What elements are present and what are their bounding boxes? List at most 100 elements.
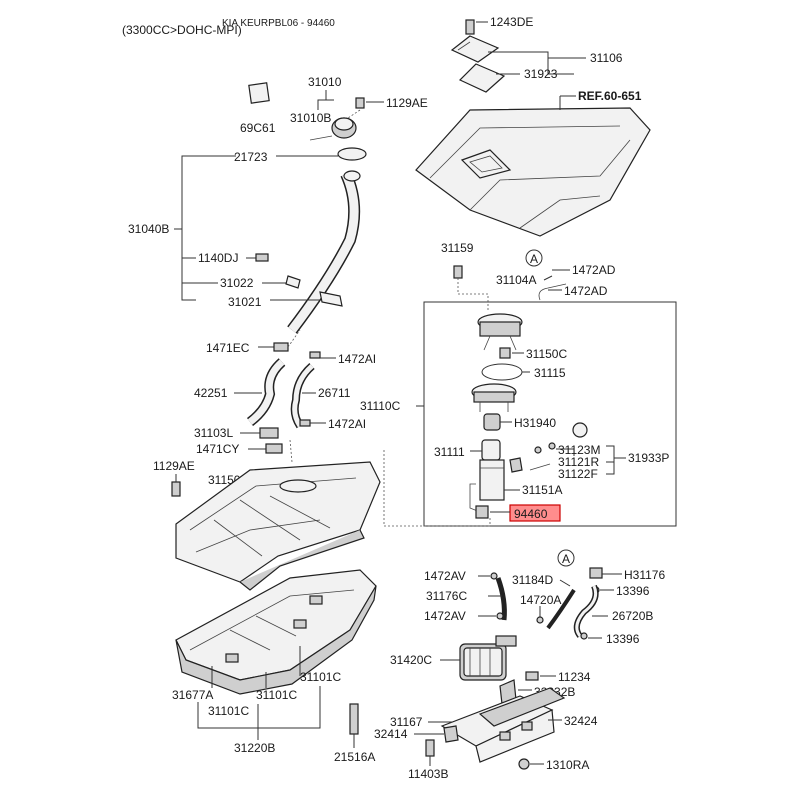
label-31104A: 31104A (496, 273, 536, 287)
label-21723: 21723 (234, 150, 268, 164)
label-H31176: H31176 (624, 568, 665, 582)
label-1472AV-b: 1472AV (424, 609, 466, 623)
label-94460: 94460 (514, 507, 548, 521)
hose-31176C (495, 577, 507, 621)
label-31159: 31159 (441, 241, 474, 255)
filter-H31940 (483, 413, 501, 431)
label-31123M: 31123M (558, 443, 600, 457)
label-31115: 31115 (534, 366, 566, 380)
label-11403B: 11403B (408, 767, 448, 781)
clamp-31103L (259, 427, 279, 439)
screw-1129AE (355, 97, 365, 109)
filler-neck (287, 170, 361, 334)
access-cover (450, 19, 506, 93)
label-31677A: 31677A (172, 688, 213, 702)
label-31220B: 31220B (234, 741, 275, 755)
callout-A-bottom-letter: A (562, 552, 570, 566)
label-69C61: 69C61 (240, 121, 276, 135)
label-31121R: 31121R (558, 455, 599, 469)
label-31151A: 31151A (522, 483, 562, 497)
callout-A-bottom (557, 549, 575, 567)
pump-housing (479, 459, 505, 501)
nut-1310RA (518, 758, 530, 770)
clip-31022 (285, 275, 301, 289)
label-31022: 31022 (220, 276, 254, 290)
pump-31111 (481, 439, 501, 461)
label-1243DE: 1243DE (490, 15, 533, 29)
callout-A-top-letter: A (530, 252, 538, 266)
clamp-1471EC (273, 342, 289, 352)
clamp-1472AI-b (299, 419, 311, 427)
label-1472AI-a: 1472AI (338, 352, 376, 366)
pump-module-box (423, 301, 677, 527)
canister-31420C (459, 635, 517, 681)
label-1472AD-b: 1472AD (564, 284, 608, 298)
label-31923: 31923 (524, 67, 558, 81)
bolt-11403B (425, 739, 435, 757)
connector-H31176 (589, 567, 603, 579)
label-31021: 31021 (228, 295, 262, 309)
label-1310RA: 1310RA (546, 758, 589, 772)
o-ring-31115 (481, 363, 523, 381)
label-31106: 31106 (590, 51, 623, 65)
label-32414: 32414 (374, 727, 408, 741)
label-1472AV-a: 1472AV (424, 569, 466, 583)
label-H31940: H31940 (514, 416, 556, 430)
label-31101C-c: 31101C (208, 704, 249, 718)
ref-label: REF.60-651 (578, 89, 642, 103)
label-1471CY: 1471CY (196, 442, 239, 456)
module-flange (477, 313, 523, 351)
label-1140DJ: 1140DJ (198, 251, 238, 265)
highlight-94460 (509, 504, 561, 522)
label-14720A: 14720A (520, 593, 561, 607)
label-31122F: 31122F (558, 467, 598, 481)
label-13396-a: 13396 (616, 584, 650, 598)
bolt-11234 (525, 671, 539, 681)
label-32424: 32424 (564, 714, 598, 728)
label-1129AE-top: 1129AE (386, 96, 428, 110)
clip-part (572, 422, 588, 438)
bolt-1140DJ (255, 253, 269, 262)
tank-guard (175, 569, 377, 695)
label-31167: 31167 (390, 715, 423, 729)
bracket-31021 (319, 291, 343, 307)
label-1472AD-a: 1472AD (572, 263, 616, 277)
bolt-21516A (349, 703, 359, 735)
label-31420C: 31420C (390, 653, 432, 667)
label-1129AE-left: 1129AE (153, 459, 195, 473)
pump-cap (471, 383, 517, 412)
canister-bracket-32424 (440, 687, 566, 763)
connector-31150C (499, 347, 511, 359)
label-31184D: 31184D (512, 573, 553, 587)
label-11234: 11234 (558, 670, 591, 684)
label-42251: 42251 (194, 386, 228, 400)
label-31176C: 31176C (426, 589, 467, 603)
label-26720B: 26720B (612, 609, 653, 623)
label-26711: 26711 (318, 386, 351, 400)
label-31101C-b: 31101C (300, 670, 341, 684)
catalog-title: KIA KEURPBL06 - 94460 (222, 18, 335, 29)
sender-part (548, 442, 556, 450)
fuel-tank (175, 461, 381, 591)
engine-spec: (3300CC>DOHC-MPI) (122, 23, 242, 37)
label-1472AI-b: 1472AI (328, 417, 366, 431)
clamp-1472AI-a (309, 351, 321, 359)
screw-1129AE-left (171, 481, 181, 497)
label-plate (248, 82, 270, 104)
bracket-32414 (443, 725, 459, 743)
filler-ring (337, 147, 367, 161)
level-sender (509, 457, 523, 473)
label-31101C-a: 31101C (256, 688, 297, 702)
label-31111: 31111 (434, 445, 465, 459)
label-31110C: 31110C (360, 399, 401, 413)
label-31040B: 31040B (128, 222, 169, 236)
label-31010: 31010 (308, 75, 342, 89)
fuel-cap (309, 117, 357, 141)
harness-94460 (475, 505, 489, 519)
label-31933P: 31933P (628, 451, 669, 465)
label-21516A: 21516A (334, 750, 375, 764)
label-31010B: 31010B (290, 111, 331, 125)
tube-31184D (546, 588, 576, 630)
